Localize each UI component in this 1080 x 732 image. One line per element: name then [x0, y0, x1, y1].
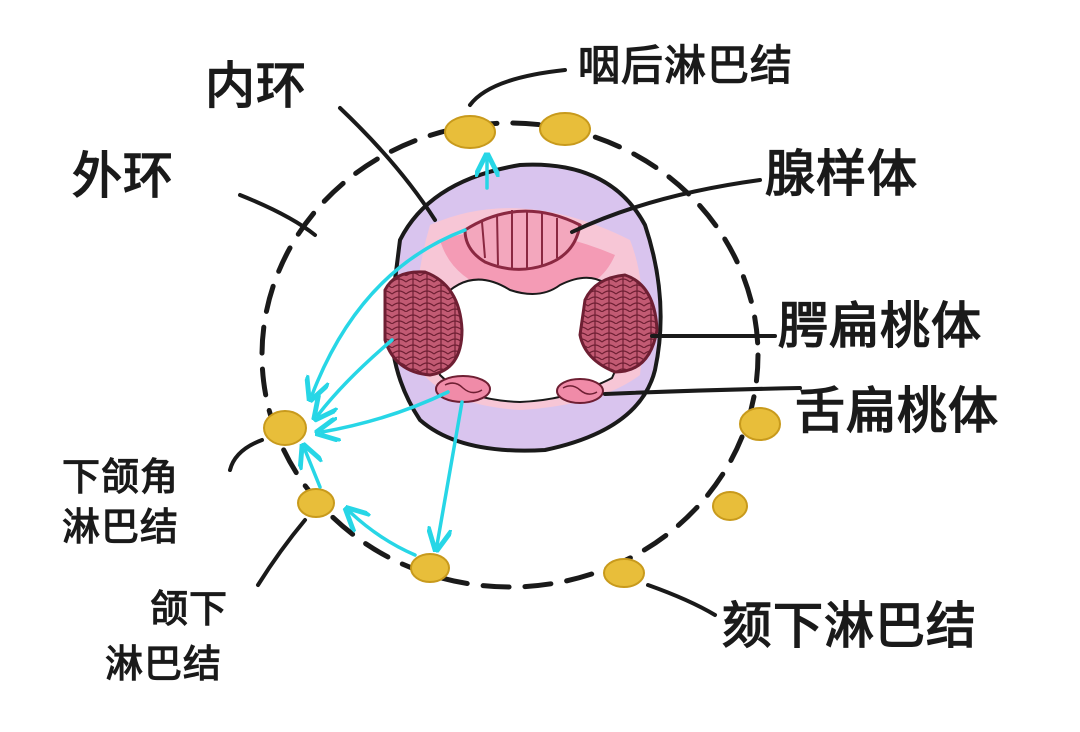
leader-lines: [228, 68, 802, 617]
adenoid: [463, 209, 582, 271]
leader-submental: [646, 583, 717, 617]
lymph-node-submental-right: [603, 558, 645, 588]
label-lingual-tonsil: 舌扁桃体: [795, 382, 999, 440]
leader-mandibular-angle: [228, 438, 264, 472]
arrow-tonsil-to-mandibular-angle: [318, 338, 394, 415]
lymph-node-submandibular: [297, 488, 335, 518]
label-adenoid: 腺样体: [765, 145, 918, 203]
arrow-adenoid-to-mandibular-angle: [312, 228, 467, 395]
label-mandibular-angle-node-line2: 淋巴结: [62, 505, 180, 549]
arrow-lingual-to-mandibular-angle: [322, 390, 450, 432]
lymph-node-retropharyngeal-left: [444, 115, 496, 149]
label-inner-ring: 内环: [205, 57, 307, 115]
lymph-node-retropharyngeal-right: [539, 112, 591, 146]
label-outer-ring: 外环: [72, 147, 174, 205]
lymph-node-right-lower: [712, 491, 748, 521]
label-submandibular-node-line2: 淋巴结: [105, 642, 223, 686]
arrow-submandibular-to-mandibular-angle: [305, 450, 320, 489]
label-mandibular-angle-node-line1: 下颌角: [62, 455, 180, 499]
arrow-submental-to-submandibular: [350, 512, 417, 557]
outer-ring-dashed-circle: [259, 120, 761, 590]
label-retropharyngeal-node: 咽后淋巴结: [578, 41, 794, 90]
lymph-node-mandibular-angle: [263, 410, 307, 446]
drainage-arrows: [305, 160, 487, 557]
label-submandibular-node-line1: 颌下: [150, 587, 229, 631]
arrow-lingual-to-submental: [437, 400, 464, 545]
palatine-tonsil-left: [383, 270, 464, 377]
lymph-node-right-upper: [739, 407, 781, 441]
label-palatine-tonsil: 腭扁桃体: [778, 297, 982, 355]
leader-lingual-tonsil: [603, 386, 802, 396]
palatine-tonsil-right: [578, 273, 659, 374]
leader-inner-ring: [338, 106, 437, 222]
leader-submandibular: [256, 518, 307, 587]
leader-retropharyngeal: [468, 68, 567, 107]
leader-adenoid: [570, 178, 762, 234]
lymph-nodes: [263, 112, 781, 588]
label-submental-node: 颏下淋巴结: [722, 597, 977, 655]
lingual-tonsil-left: [435, 375, 491, 403]
leader-outer-ring: [238, 193, 317, 237]
lingual-tonsil-right: [556, 378, 604, 404]
lymph-node-submental-left: [410, 553, 450, 583]
